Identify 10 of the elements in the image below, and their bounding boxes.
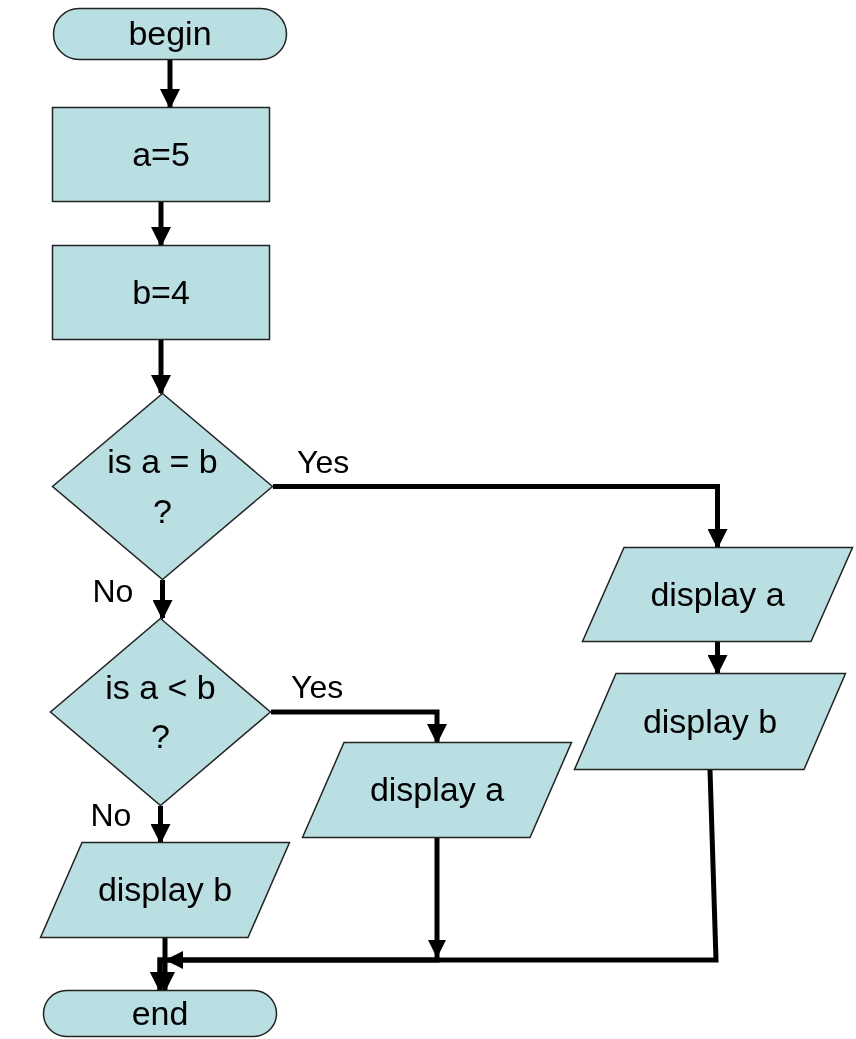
node-label: end [131,992,189,1034]
node-label: display a [369,769,505,811]
node-label: is a < b ? [104,666,217,757]
node-label: b=4 [132,271,190,313]
node-label: a=5 [132,133,190,175]
node-label: display a [650,573,785,615]
node-label: display b [642,700,778,742]
node-label: display b [97,869,233,911]
node-label: is a = b ? [106,441,219,532]
node-label: begin [128,13,212,55]
